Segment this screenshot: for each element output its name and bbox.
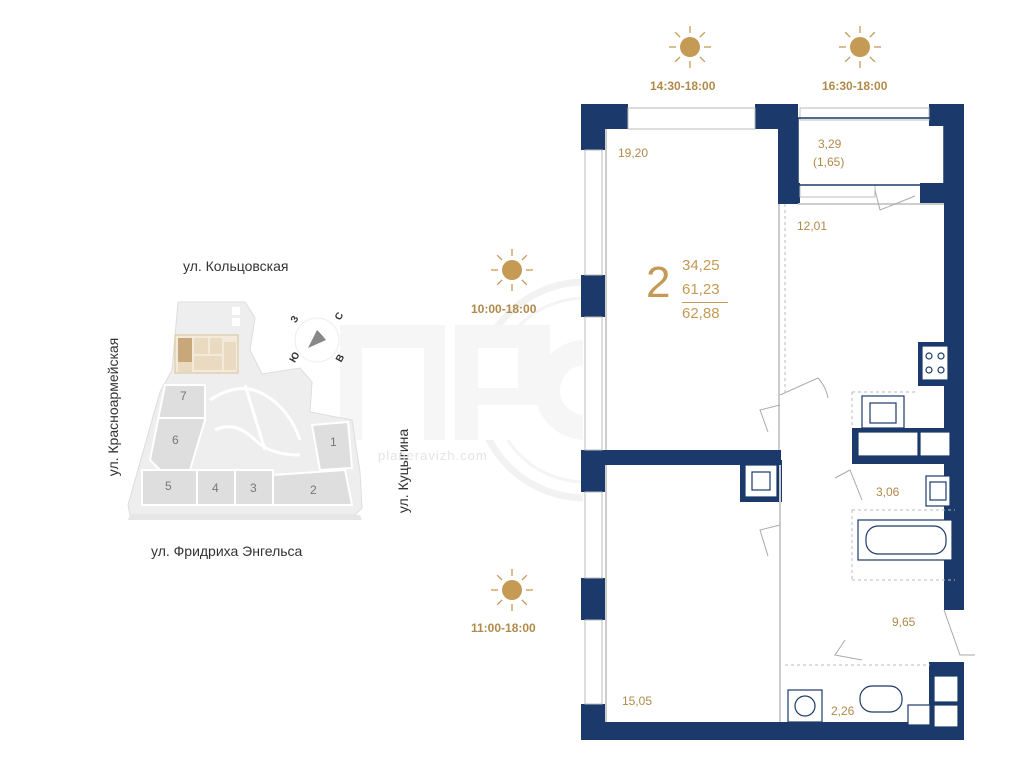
section-2 bbox=[272, 468, 354, 506]
area-with-balcony: 62,88 bbox=[682, 305, 720, 322]
room-area-hallway: 9,65 bbox=[892, 615, 916, 629]
insolation-time: 11:00-18:00 bbox=[471, 621, 536, 635]
section-1 bbox=[310, 420, 354, 472]
living-area: 34,25 bbox=[682, 257, 720, 274]
room-area-bedroom-bottom: 15,05 bbox=[622, 694, 653, 708]
room-area-balcony-reduced: (1,65) bbox=[813, 155, 845, 169]
walls bbox=[581, 104, 964, 740]
insolation-time: 10:00-18:00 bbox=[471, 302, 537, 316]
room-count: 2 bbox=[646, 258, 671, 307]
site-section-label: 5 bbox=[165, 479, 172, 493]
watermark-logo bbox=[340, 278, 697, 502]
section-4 bbox=[196, 469, 236, 506]
watermark-text: planeravizh.com bbox=[378, 448, 488, 463]
compass-arrow-icon bbox=[308, 330, 326, 348]
street-north-label: ул. Кольцовская bbox=[183, 258, 289, 274]
insolation-time: 14:30-18:00 bbox=[650, 79, 716, 93]
site-section-label: 3 bbox=[250, 481, 257, 495]
room-area-balcony: 3,29 bbox=[818, 137, 842, 151]
room-area-bathroom: 3,06 bbox=[876, 485, 900, 499]
street-south-label: ул. Фридриха Энгельса bbox=[151, 543, 303, 559]
site-plan bbox=[127, 301, 363, 520]
sun-icon bbox=[669, 26, 711, 68]
street-west-label: ул. Красноармейская bbox=[105, 337, 121, 477]
kitchen-furniture bbox=[744, 345, 951, 498]
bathroom-furniture bbox=[787, 475, 959, 728]
compass bbox=[294, 317, 340, 363]
room-area-wc: 2,26 bbox=[831, 704, 855, 718]
sun-icon bbox=[839, 26, 881, 68]
room-area-bedroom-top: 19,20 bbox=[618, 146, 649, 160]
site-section-label: 1 bbox=[330, 435, 337, 449]
sun-icon bbox=[491, 569, 533, 611]
sun-icon bbox=[491, 249, 533, 291]
site-section-label: 7 bbox=[180, 389, 187, 403]
street-east-label: ул. Куцыгина bbox=[395, 428, 411, 514]
doors bbox=[759, 189, 975, 661]
room-area-kitchen: 12,01 bbox=[797, 219, 828, 233]
site-section-label: 6 bbox=[172, 433, 179, 447]
site-section-label: 4 bbox=[212, 481, 219, 495]
apartment-plan bbox=[581, 104, 975, 740]
insolation-time: 16:30-18:00 bbox=[822, 79, 888, 93]
area-divider bbox=[682, 302, 728, 303]
site-section-label: 2 bbox=[310, 483, 317, 497]
total-area: 61,23 bbox=[682, 281, 720, 298]
